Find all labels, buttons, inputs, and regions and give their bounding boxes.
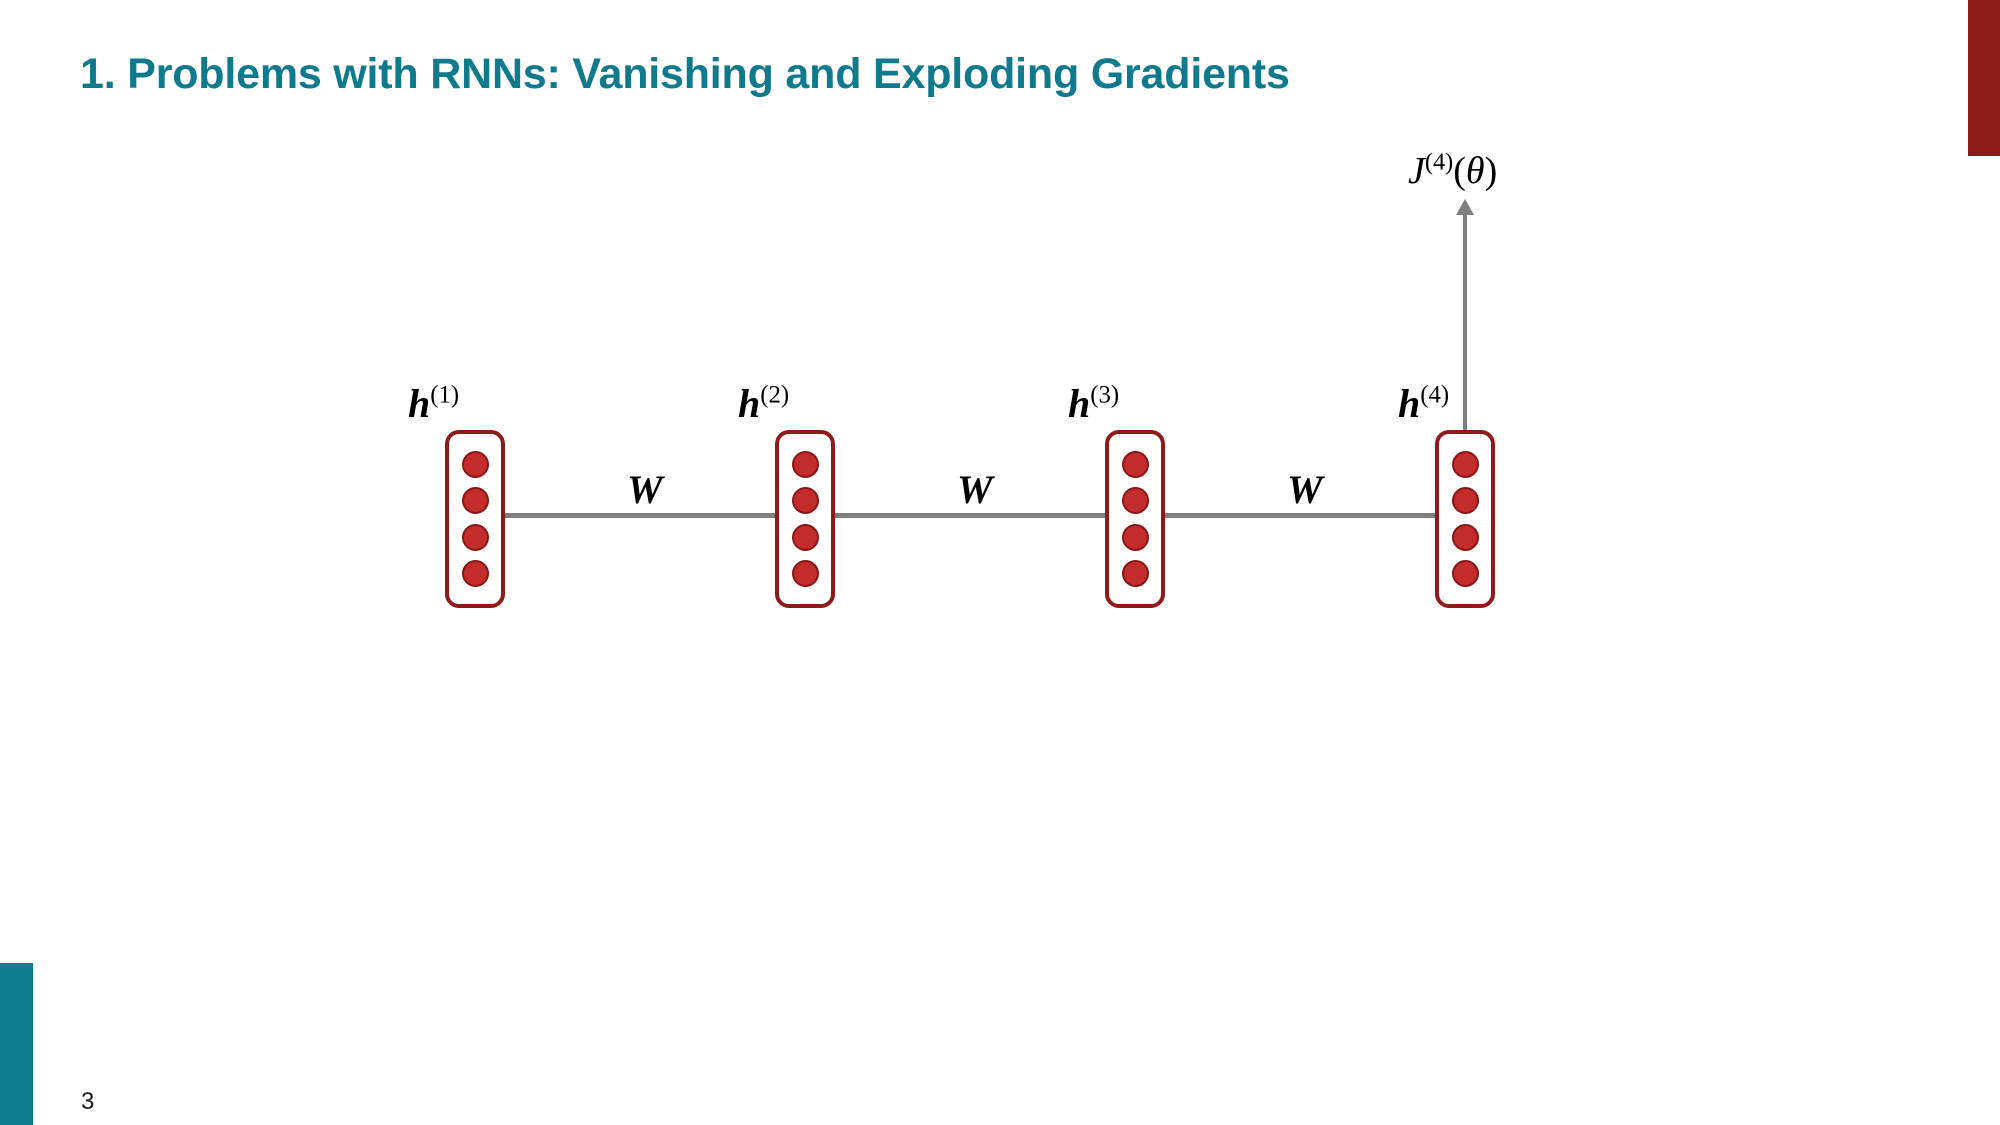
loss-label-sup: (4) bbox=[1424, 148, 1454, 176]
state-label-3: h(3) bbox=[1068, 381, 1120, 426]
state-label-2-sup: (2) bbox=[760, 381, 790, 409]
neuron bbox=[461, 450, 489, 478]
state-label-4-base: h bbox=[1398, 381, 1421, 426]
loss-label: J(4)(θ) bbox=[1408, 150, 1498, 192]
transition-arrow-3 bbox=[1163, 513, 1453, 518]
neuron bbox=[1451, 523, 1479, 551]
neuron bbox=[1451, 487, 1479, 515]
neuron bbox=[461, 487, 489, 515]
state-label-4: h(4) bbox=[1398, 381, 1450, 426]
loss-label-close-paren: ) bbox=[1484, 150, 1498, 192]
state-box-4 bbox=[1435, 430, 1495, 608]
accent-bar-right bbox=[1968, 0, 2000, 156]
neuron bbox=[791, 560, 819, 588]
state-label-4-sup: (4) bbox=[1420, 381, 1450, 409]
state-label-1-sup: (1) bbox=[430, 381, 460, 409]
neuron bbox=[1451, 560, 1479, 588]
weight-label-1: W bbox=[627, 467, 663, 512]
state-label-2-base: h bbox=[738, 381, 761, 426]
page-title: 1. Problems with RNNs: Vanishing and Exp… bbox=[80, 50, 1290, 98]
neuron bbox=[1121, 450, 1149, 478]
loss-label-open-paren: ( bbox=[1453, 150, 1466, 192]
loss-label-base: J bbox=[1408, 150, 1425, 192]
neuron bbox=[1451, 450, 1479, 478]
accent-bar-left bbox=[0, 963, 33, 1125]
state-box-3 bbox=[1105, 430, 1165, 608]
state-label-3-base: h bbox=[1068, 381, 1091, 426]
neuron bbox=[1121, 487, 1149, 515]
loss-arrow bbox=[1463, 202, 1467, 434]
neuron bbox=[791, 450, 819, 478]
loss-label-theta: θ bbox=[1465, 150, 1485, 192]
page-number: 3 bbox=[81, 1088, 95, 1115]
state-box-1 bbox=[445, 430, 505, 608]
state-box-2 bbox=[775, 430, 835, 608]
weight-label-2: W bbox=[957, 467, 993, 512]
state-label-1-base: h bbox=[408, 381, 431, 426]
state-label-1: h(1) bbox=[408, 381, 460, 426]
neuron bbox=[1121, 523, 1149, 551]
neuron bbox=[791, 523, 819, 551]
transition-arrow-1 bbox=[503, 513, 793, 518]
neuron bbox=[791, 487, 819, 515]
transition-arrow-2 bbox=[833, 513, 1123, 518]
weight-label-3: W bbox=[1287, 467, 1323, 512]
neuron bbox=[1121, 560, 1149, 588]
state-label-3-sup: (3) bbox=[1090, 381, 1120, 409]
state-label-2: h(2) bbox=[738, 381, 790, 426]
neuron bbox=[461, 523, 489, 551]
neuron bbox=[461, 560, 489, 588]
